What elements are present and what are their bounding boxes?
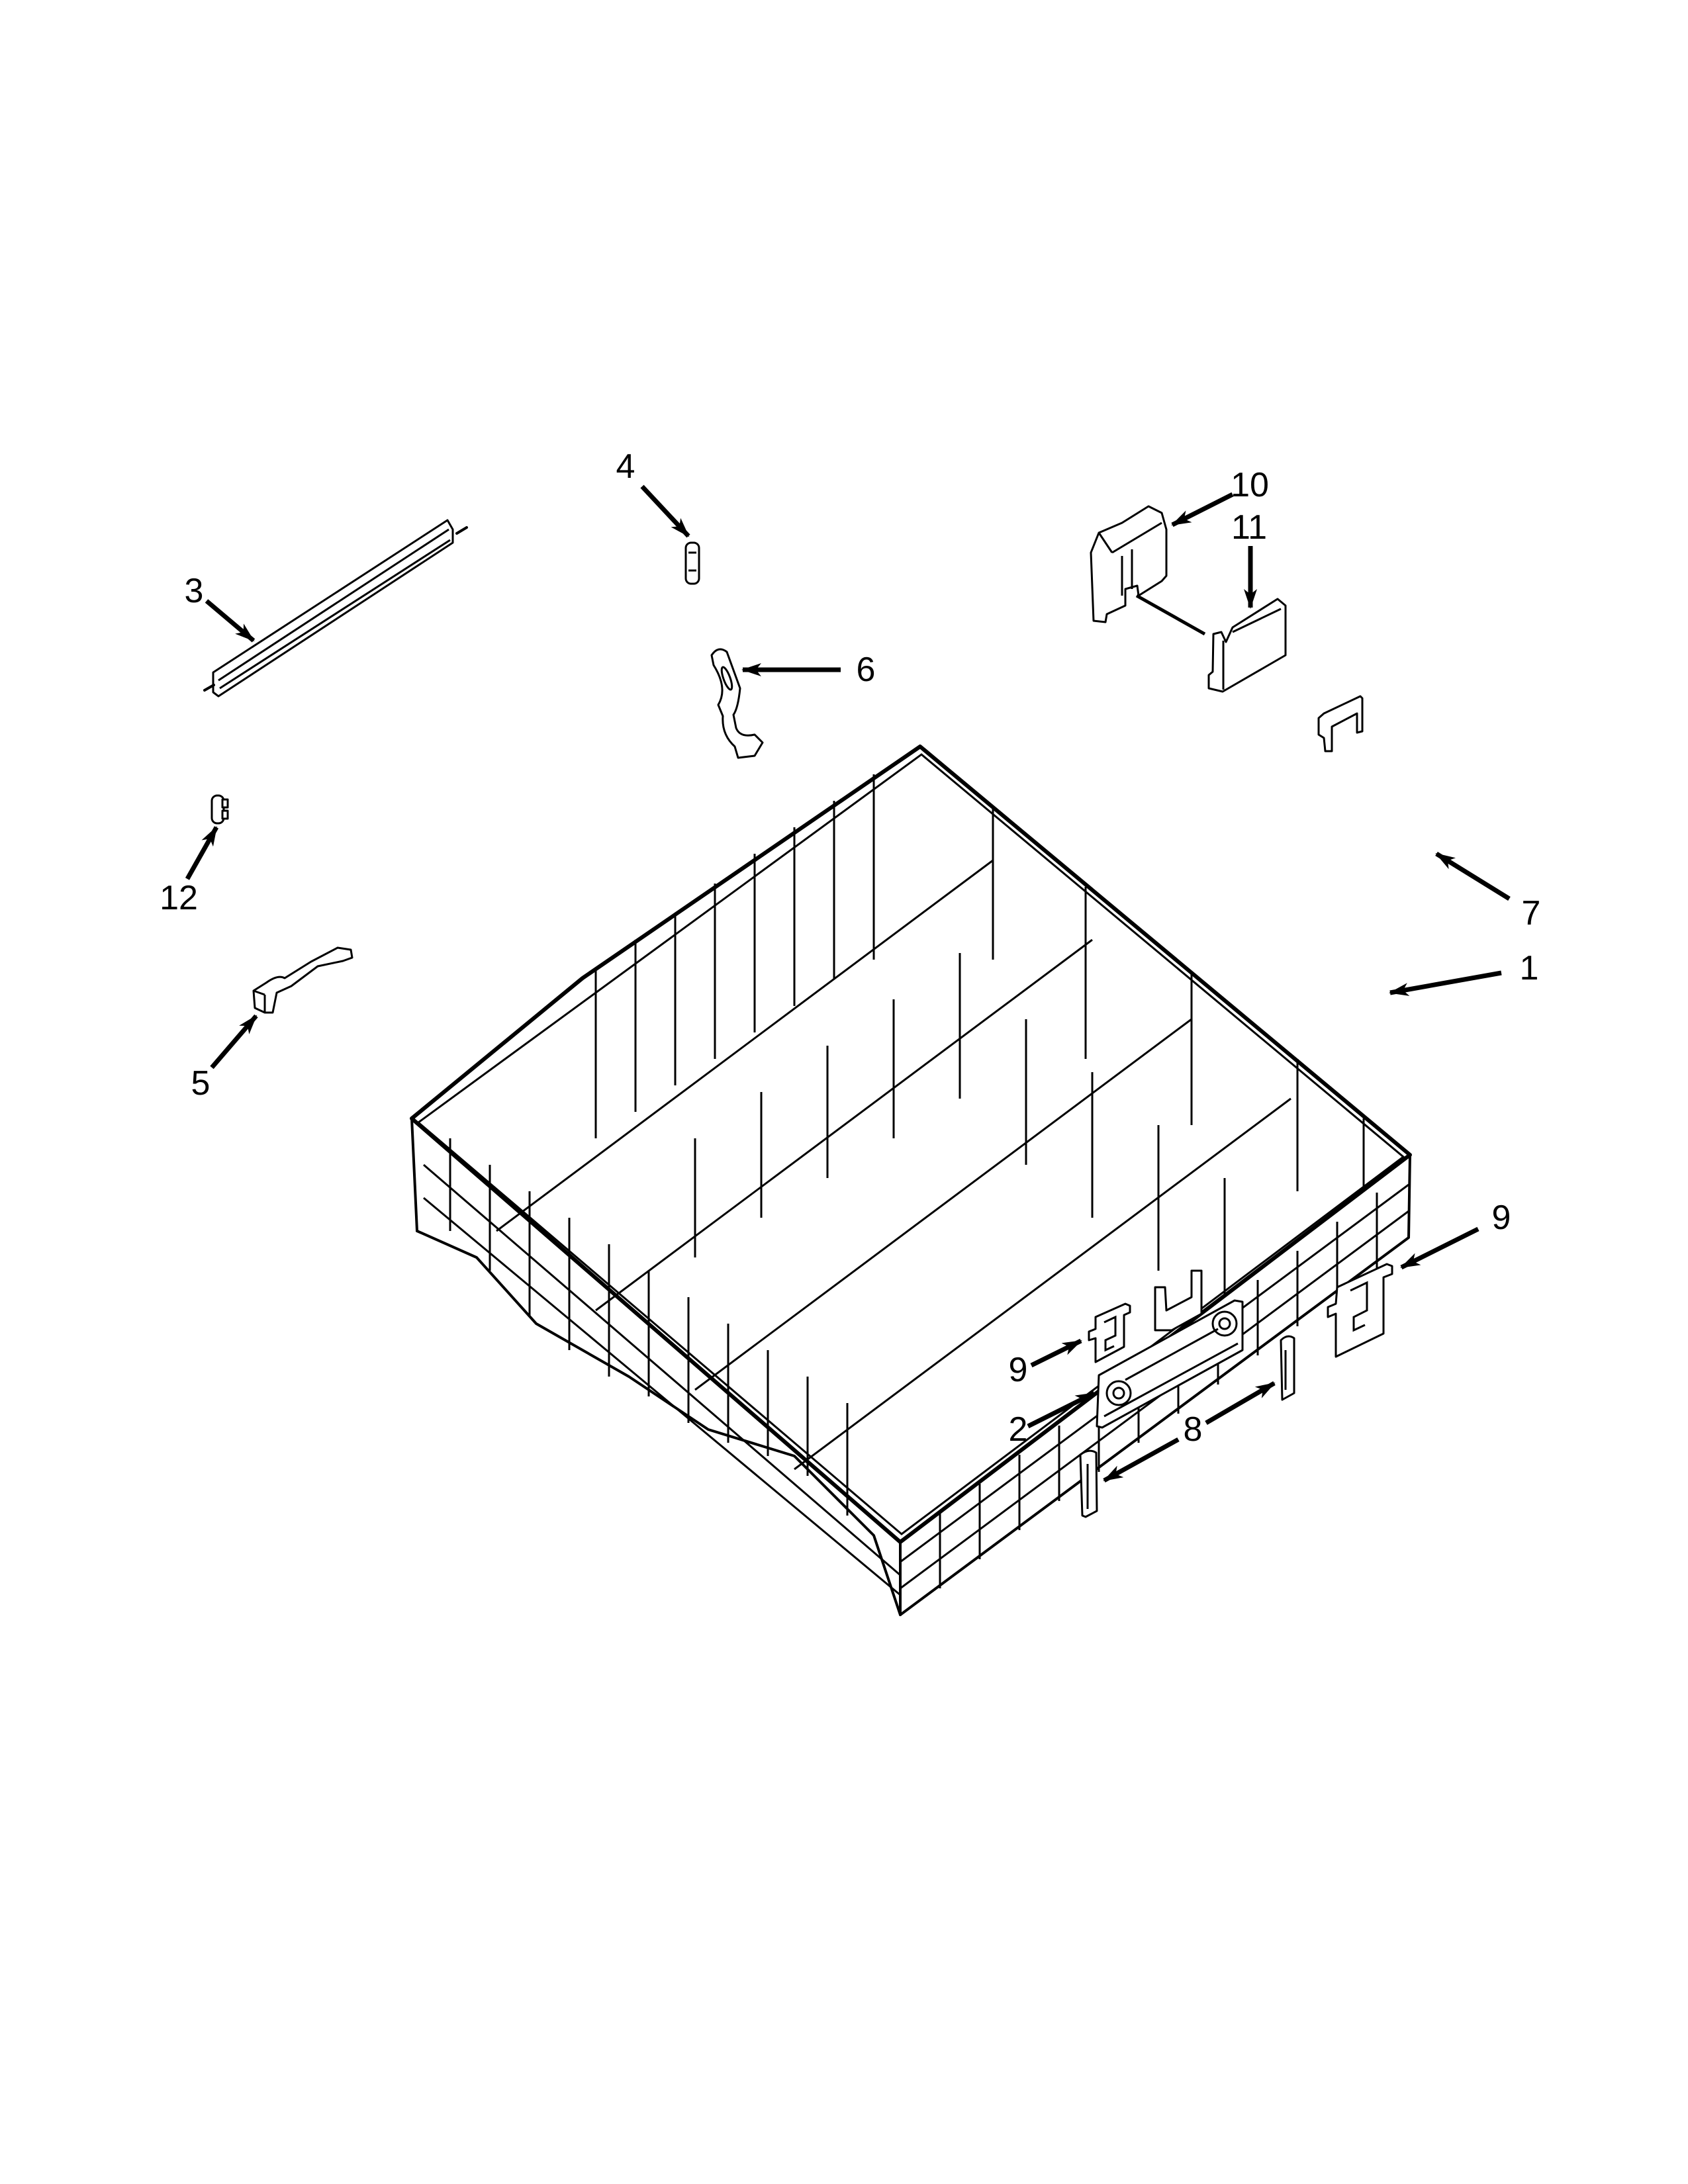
leader-4: [640, 484, 690, 538]
part-12-end-cap[interactable]: [211, 794, 229, 825]
leader-arrows: [185, 484, 1511, 1483]
callout-11[interactable]: 11: [1231, 508, 1267, 547]
leader-2: [1027, 1390, 1096, 1429]
callout-12[interactable]: 12: [160, 879, 198, 917]
callout-4[interactable]: 4: [616, 447, 635, 486]
leader-5: [210, 1014, 258, 1069]
part-10-hinge-housing[interactable]: [1090, 505, 1168, 623]
part-6-tine-clip[interactable]: [710, 648, 764, 759]
part-11-shelf-cover[interactable]: [1207, 598, 1287, 693]
leader-10: [1171, 492, 1234, 527]
leader-12: [185, 826, 219, 880]
leader-7: [1435, 852, 1511, 901]
callout-3[interactable]: 3: [184, 572, 204, 610]
callout-2[interactable]: 2: [1008, 1410, 1028, 1449]
leader-3: [205, 599, 256, 643]
part-8-spring-clip-right[interactable]: [1280, 1335, 1295, 1401]
leader-8-left: [1103, 1437, 1180, 1483]
callout-6[interactable]: 6: [856, 651, 876, 689]
callout-5[interactable]: 5: [191, 1064, 211, 1103]
part-9-positioner-upper[interactable]: [1327, 1263, 1393, 1358]
part-1-upper-rack-basket[interactable]: [410, 745, 1412, 1616]
part-9-positioner-lower[interactable]: [1088, 1302, 1131, 1363]
callout-9-lower[interactable]: 9: [1008, 1351, 1028, 1389]
leader-8-right: [1205, 1381, 1276, 1426]
part-3-track-rail[interactable]: [203, 519, 468, 698]
callout-9-upper[interactable]: 9: [1491, 1199, 1511, 1237]
callout-1[interactable]: 1: [1519, 949, 1539, 987]
callout-8[interactable]: 8: [1183, 1410, 1203, 1449]
callout-7[interactable]: 7: [1521, 894, 1541, 933]
part-5-lever-bracket[interactable]: [252, 946, 353, 1014]
part-10-11-connector-line: [1135, 594, 1206, 636]
part-8-spring-clip-left[interactable]: [1079, 1449, 1098, 1518]
leader-9-lower: [1030, 1338, 1082, 1368]
leader-1: [1389, 970, 1502, 996]
part-7-rack-clip[interactable]: [1317, 695, 1364, 752]
leader-9-upper: [1400, 1226, 1479, 1270]
callout-10[interactable]: 10: [1231, 466, 1269, 504]
part-2-adjuster-assembly[interactable]: [1096, 1269, 1244, 1429]
part-4-rear-clip[interactable]: [684, 541, 700, 585]
